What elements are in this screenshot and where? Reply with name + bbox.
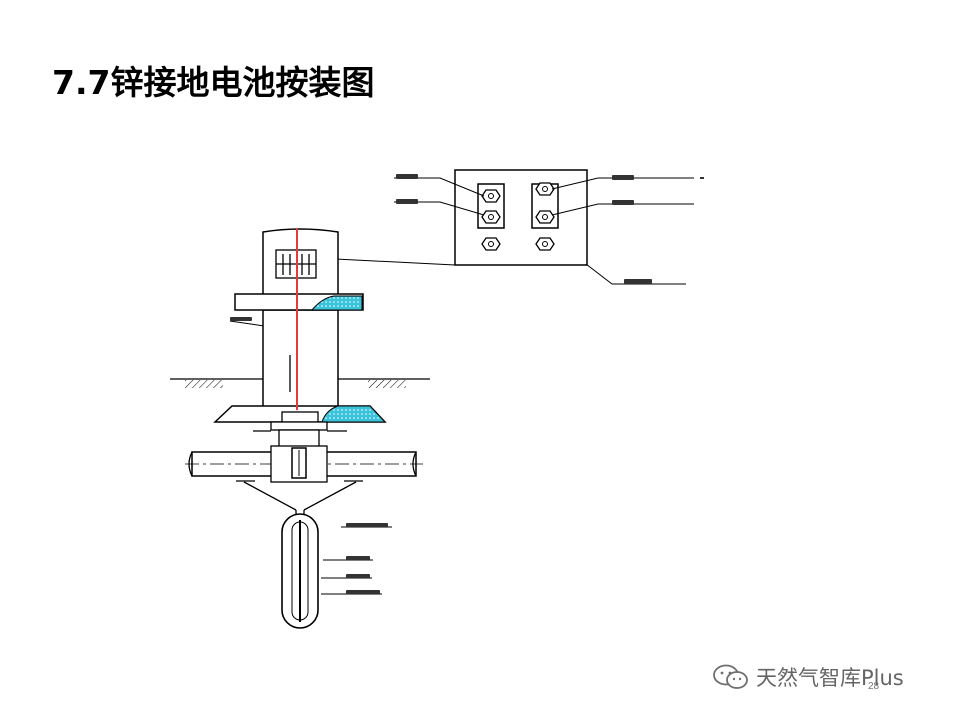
upper-flange (234, 293, 364, 311)
pipeline (185, 445, 423, 483)
ground-surface (170, 378, 430, 388)
lead-wire (289, 228, 298, 410)
anode-lead-cone (243, 481, 357, 517)
slide-title: 7.7锌接地电池按装图 (52, 63, 375, 102)
terminal-bolt (535, 182, 555, 196)
terminal-bolt (535, 237, 555, 251)
terminal-box (454, 169, 588, 266)
illegible-callout-marks (230, 174, 704, 594)
watermark-text: 天然气智库Plus (756, 666, 904, 690)
page-number: 28 (868, 681, 880, 692)
terminal-bolt (535, 210, 555, 224)
terminal-bolt (481, 189, 501, 203)
test-post (262, 228, 339, 409)
lower-flange (213, 405, 387, 423)
wechat-icon (713, 664, 748, 689)
terminal-bolt (481, 237, 501, 251)
terminal-bolt (481, 210, 501, 224)
watermark: 天然气智库Plus (712, 662, 904, 692)
zinc-anode (281, 513, 319, 629)
